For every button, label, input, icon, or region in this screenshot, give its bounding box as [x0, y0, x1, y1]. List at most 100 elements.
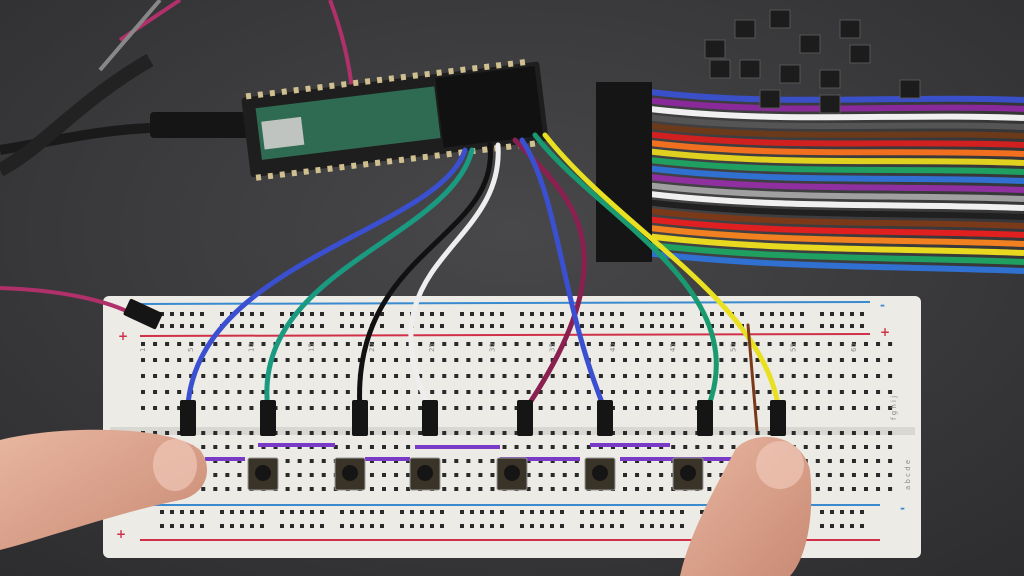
- push-button-cap[interactable]: [342, 465, 358, 481]
- hole: [442, 431, 447, 435]
- rail-hole: [470, 312, 474, 316]
- hole: [671, 406, 676, 410]
- rail-hole: [840, 524, 844, 528]
- header-pin: [471, 64, 478, 72]
- hole: [888, 374, 893, 378]
- hole: [864, 459, 868, 463]
- rail-hole: [710, 324, 714, 328]
- hole: [659, 487, 664, 491]
- hole: [273, 358, 278, 362]
- rail-hole: [840, 510, 844, 514]
- hole: [538, 431, 543, 435]
- hole: [864, 431, 868, 435]
- rail-hole: [600, 324, 604, 328]
- hole: [864, 374, 868, 378]
- hole: [851, 358, 856, 362]
- hole: [707, 358, 712, 362]
- rail-hole: [440, 524, 444, 528]
- rail-hole: [430, 510, 434, 514]
- hole: [574, 473, 579, 477]
- hole: [647, 473, 652, 477]
- hole: [586, 431, 591, 435]
- hole: [382, 374, 386, 378]
- rail-hole: [430, 324, 434, 328]
- hole: [731, 431, 736, 435]
- tactile-switch: [819, 94, 841, 114]
- hole: [707, 487, 712, 491]
- hole: [309, 358, 314, 362]
- hole: [201, 390, 206, 394]
- hole: [237, 342, 242, 346]
- column-label: 5: [187, 348, 195, 352]
- hole: [671, 342, 676, 346]
- hole: [827, 358, 832, 362]
- tactile-switch: [739, 59, 761, 79]
- rail-hole: [820, 312, 824, 316]
- rail-hole: [640, 312, 644, 316]
- hole: [755, 374, 760, 378]
- tactile-switch: [899, 79, 921, 99]
- push-button-cap[interactable]: [592, 465, 608, 481]
- rail-hole: [170, 524, 174, 528]
- header-pin: [481, 146, 488, 153]
- hole: [406, 406, 411, 410]
- hole: [406, 445, 411, 449]
- hole: [478, 358, 483, 362]
- hole: [598, 358, 603, 362]
- hole: [851, 473, 856, 477]
- hole: [767, 431, 772, 435]
- jumper-plug: [180, 400, 196, 436]
- rail-hole: [250, 312, 254, 316]
- rail-hole: [530, 524, 534, 528]
- rail-hole: [260, 510, 264, 514]
- rail-hole: [160, 510, 164, 514]
- header-pin: [374, 159, 381, 167]
- push-button-cap[interactable]: [255, 465, 271, 481]
- hole: [839, 406, 844, 410]
- hole: [345, 445, 350, 449]
- rail-hole: [520, 312, 524, 316]
- rail-hole: [480, 524, 484, 528]
- hole: [454, 390, 459, 394]
- hole: [237, 390, 242, 394]
- hole: [514, 358, 519, 362]
- hole: [213, 390, 218, 394]
- rail-hole: [310, 510, 314, 514]
- rail-hole: [670, 324, 674, 328]
- hole: [297, 487, 302, 491]
- hole: [839, 445, 844, 449]
- hole: [333, 445, 338, 449]
- rail-hole: [260, 324, 264, 328]
- hole: [369, 358, 374, 362]
- tactile-switch: [849, 44, 871, 64]
- hole: [418, 358, 423, 362]
- hole: [876, 358, 881, 362]
- push-button-cap[interactable]: [417, 465, 433, 481]
- rail-hole: [300, 524, 304, 528]
- hole: [635, 358, 640, 362]
- hole: [466, 374, 471, 378]
- rail-hole: [250, 524, 254, 528]
- hole: [225, 473, 230, 477]
- rail-hole: [550, 312, 554, 316]
- hole: [213, 431, 218, 435]
- rail-hole: [220, 510, 224, 514]
- hole: [888, 445, 893, 449]
- rail-hole: [200, 324, 204, 328]
- rail-hole: [260, 524, 264, 528]
- hole: [333, 390, 338, 394]
- rail-hole: [540, 510, 544, 514]
- header-pin: [388, 75, 395, 82]
- hole: [888, 431, 893, 435]
- hole: [791, 374, 796, 378]
- hole: [213, 487, 218, 491]
- hole: [321, 390, 326, 394]
- hole: [369, 390, 374, 394]
- rail-hole: [560, 510, 564, 514]
- push-button-cap[interactable]: [680, 465, 696, 481]
- hole: [502, 390, 507, 394]
- rail-hole: [600, 312, 604, 316]
- push-button-cap[interactable]: [504, 465, 520, 481]
- rail-hole: [380, 324, 384, 328]
- rail-hole: [680, 524, 684, 528]
